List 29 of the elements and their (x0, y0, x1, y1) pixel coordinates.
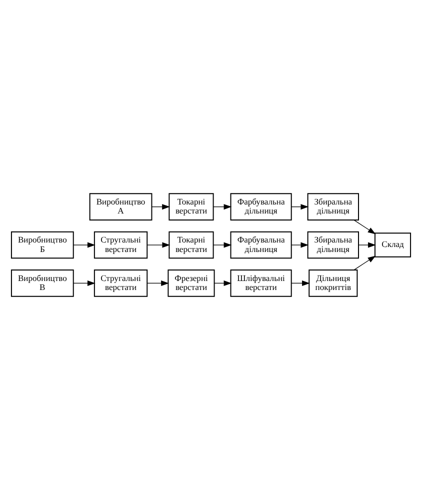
node-box: Стругальні верстати (94, 230, 148, 258)
node-box: Токарні верстати (168, 230, 214, 258)
arrow (213, 242, 232, 248)
arrow (214, 280, 232, 286)
arrow (146, 280, 169, 286)
arrow (291, 280, 310, 286)
arrow (73, 242, 96, 248)
arrow (291, 242, 309, 248)
node-box: Виробництво Б (10, 230, 74, 258)
node-box: Фрезерні верстати (168, 269, 215, 296)
node-box: Токарні верстати (168, 192, 214, 220)
arrow (213, 204, 232, 210)
node-box: Стругальні верстати (94, 269, 148, 296)
arrow (73, 280, 96, 286)
node-box: Шліфувальні верстати (230, 269, 292, 296)
node-box: Виробництво А (89, 192, 152, 220)
node-box: Фарбувальна дільниця (230, 192, 292, 220)
arrow (291, 204, 309, 210)
node-box: Фарбувальна дільниця (230, 230, 292, 258)
arrow (354, 219, 376, 234)
node-box: Збиральна дільниця (307, 230, 359, 258)
arrow (358, 242, 376, 248)
arrow (151, 204, 170, 210)
arrow (146, 242, 170, 248)
arrow (354, 255, 376, 270)
node-box: Збиральна дільниця (307, 192, 359, 220)
node-box: Дільниця покриттів (308, 269, 358, 296)
node-box: Склад (374, 232, 412, 257)
node-box: Виробництво В (10, 269, 74, 296)
